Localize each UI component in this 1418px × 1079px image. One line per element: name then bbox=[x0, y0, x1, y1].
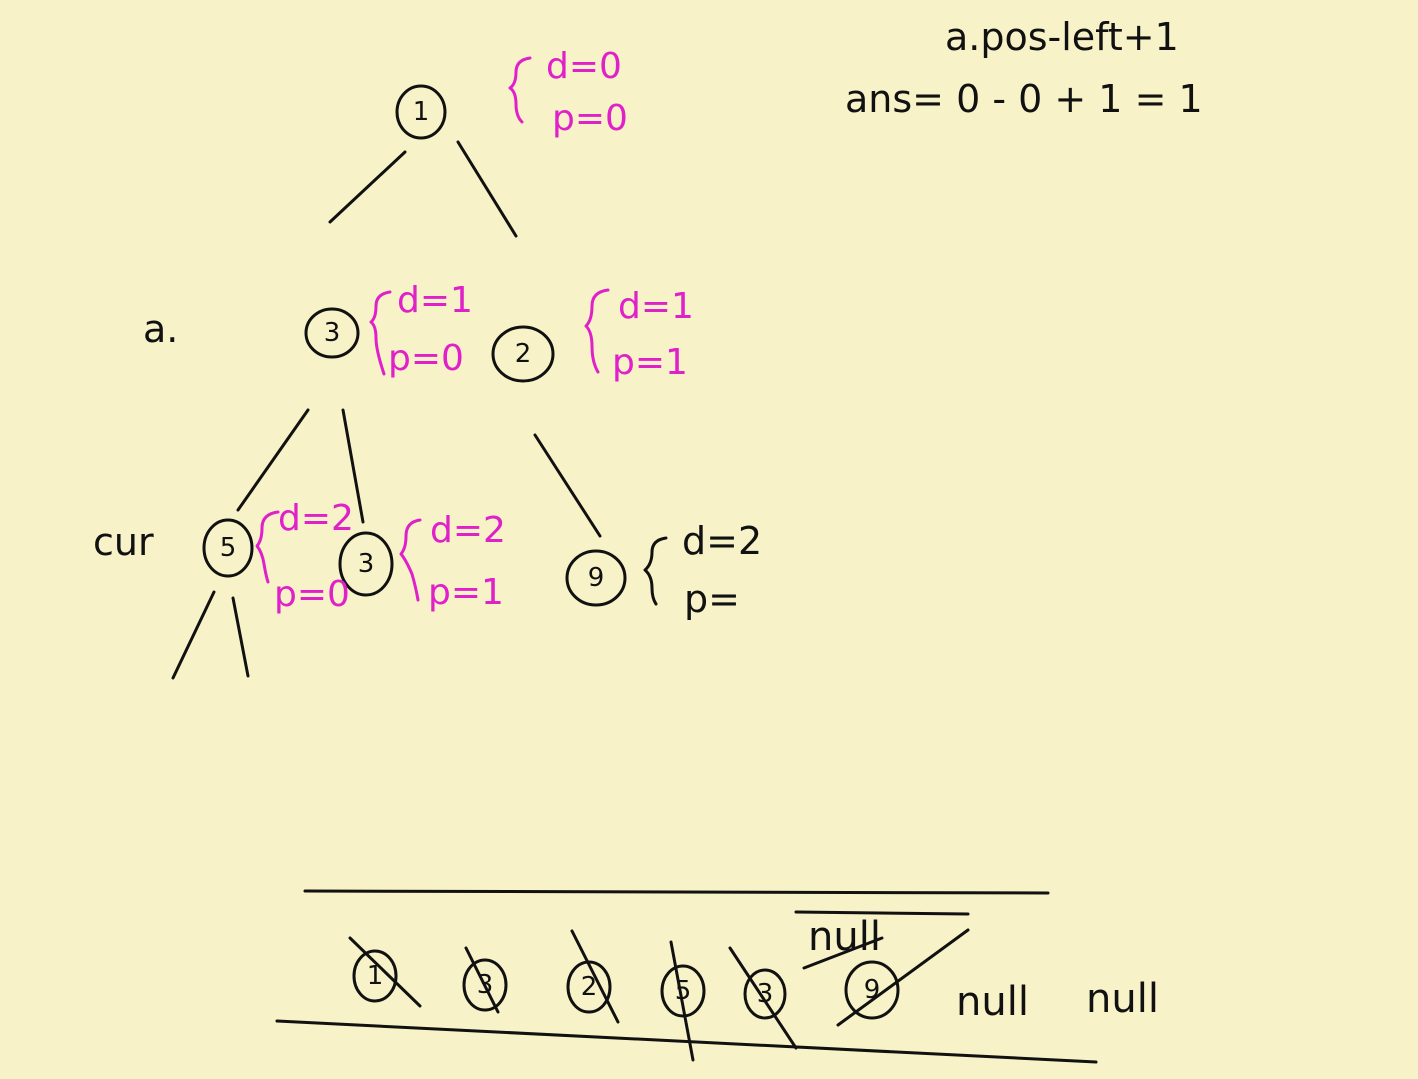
edge-1-3 bbox=[328, 150, 407, 224]
svg-text:p=0: p=0 bbox=[388, 338, 464, 379]
annotation-node-2: d=1 p=1 bbox=[584, 286, 694, 383]
svg-text:d=2: d=2 bbox=[682, 519, 762, 563]
tree-node-9: 9 bbox=[565, 549, 627, 607]
annotation-node-9: d=2 p= bbox=[643, 519, 762, 621]
queue: 1 3 2 5 3 9 null bbox=[275, 889, 1159, 1064]
edge-5-right bbox=[231, 596, 250, 678]
formula-line-2: ans= 0 - 0 + 1 = 1 bbox=[845, 77, 1203, 121]
formula-line-1: a.pos-left+1 bbox=[945, 15, 1179, 59]
edge-3-3 bbox=[341, 408, 365, 524]
svg-text:p=0: p=0 bbox=[552, 98, 628, 139]
tree-edges bbox=[171, 140, 602, 680]
queue-item-2: 3 bbox=[462, 946, 508, 1014]
svg-text:1: 1 bbox=[413, 97, 430, 127]
queue-null-crossed: null bbox=[794, 910, 970, 970]
edge-2-9 bbox=[533, 433, 602, 538]
svg-text:d=2: d=2 bbox=[430, 510, 506, 551]
annotation-node-3-left: d=1 p=0 bbox=[369, 280, 473, 379]
queue-item-6: 9 bbox=[836, 928, 970, 1027]
edge-1-2 bbox=[456, 140, 518, 238]
tree-node-5: 5 bbox=[202, 518, 254, 578]
label-a: a. bbox=[143, 307, 178, 351]
svg-text:2: 2 bbox=[581, 972, 598, 1002]
queue-item-3: 2 bbox=[566, 929, 620, 1024]
annotation-node-5: d=2 p=0 bbox=[255, 498, 354, 615]
label-cur: cur bbox=[93, 520, 154, 564]
edge-5-left bbox=[171, 590, 216, 680]
queue-bottom-line bbox=[275, 1019, 1098, 1064]
svg-text:1: 1 bbox=[367, 961, 384, 991]
tree-node-3-right: 3 bbox=[338, 531, 394, 597]
svg-text:p=1: p=1 bbox=[428, 572, 504, 613]
annotation-node-3-right: d=2 p=1 bbox=[399, 510, 506, 613]
queue-item-5: 3 bbox=[728, 946, 798, 1050]
tree-node-3-left: 3 bbox=[304, 307, 360, 359]
tree-node-2: 2 bbox=[491, 325, 555, 383]
queue-null-2: null bbox=[1086, 976, 1159, 1022]
svg-text:d=1: d=1 bbox=[397, 280, 473, 321]
tree-node-1: 1 bbox=[395, 84, 447, 140]
svg-text:3: 3 bbox=[757, 979, 774, 1009]
svg-text:p=0: p=0 bbox=[274, 574, 350, 615]
svg-text:d=0: d=0 bbox=[546, 46, 622, 87]
svg-text:d=1: d=1 bbox=[618, 286, 694, 327]
queue-null-1: null bbox=[956, 979, 1029, 1025]
queue-item-1: 1 bbox=[348, 936, 422, 1008]
svg-text:p=1: p=1 bbox=[612, 342, 688, 383]
queue-top-line bbox=[303, 889, 1050, 895]
svg-text:2: 2 bbox=[515, 339, 532, 369]
queue-item-4: 5 bbox=[660, 940, 706, 1062]
svg-text:3: 3 bbox=[358, 549, 375, 579]
svg-text:p=: p= bbox=[684, 577, 740, 621]
svg-text:d=2: d=2 bbox=[278, 498, 354, 539]
svg-text:9: 9 bbox=[588, 563, 605, 593]
svg-text:5: 5 bbox=[220, 533, 237, 563]
annotation-node-1: d=0 p=0 bbox=[508, 46, 628, 139]
svg-text:3: 3 bbox=[324, 318, 341, 348]
edge-3-5 bbox=[236, 408, 310, 512]
